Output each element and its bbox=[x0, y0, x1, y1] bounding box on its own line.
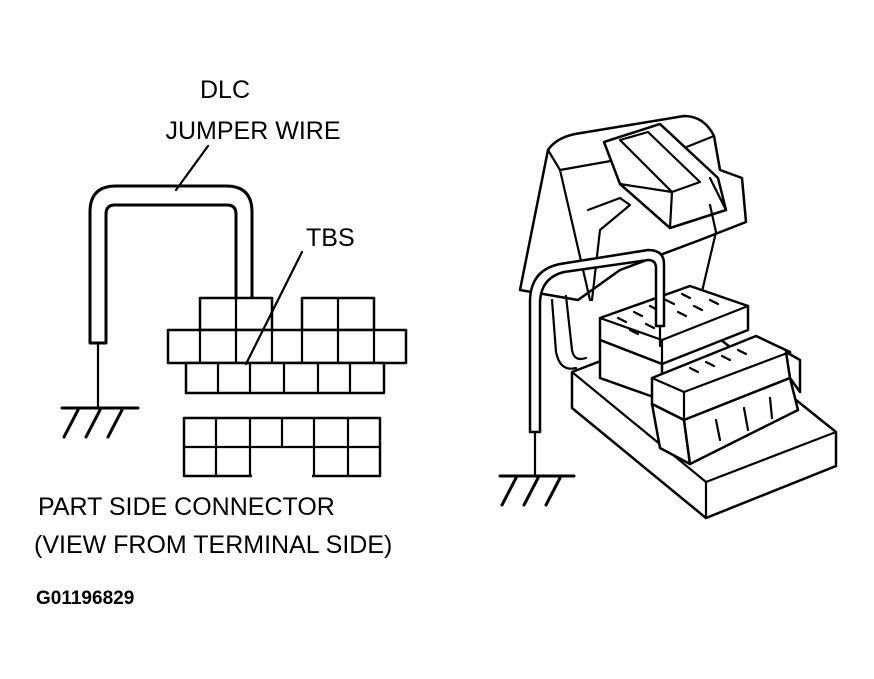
connector-upper-block bbox=[166, 296, 408, 395]
tbs-label: TBS bbox=[306, 224, 355, 252]
tbs-leader-line bbox=[244, 250, 304, 366]
connector-3d-illustration bbox=[498, 114, 838, 520]
ground-symbol-left bbox=[60, 406, 140, 439]
connector-lower-block bbox=[182, 416, 382, 478]
figure-code: G01196829 bbox=[36, 588, 134, 609]
jumper-wire-label: JUMPER WIRE bbox=[166, 117, 341, 145]
part-side-connector-caption: PART SIDE CONNECTOR bbox=[38, 493, 335, 521]
view-from-terminal-side-caption: (VIEW FROM TERMINAL SIDE) bbox=[34, 531, 392, 559]
dlc-label: DLC bbox=[200, 76, 250, 104]
ground-symbol-right bbox=[498, 474, 576, 507]
jumper-wire-leader-line bbox=[174, 144, 210, 192]
